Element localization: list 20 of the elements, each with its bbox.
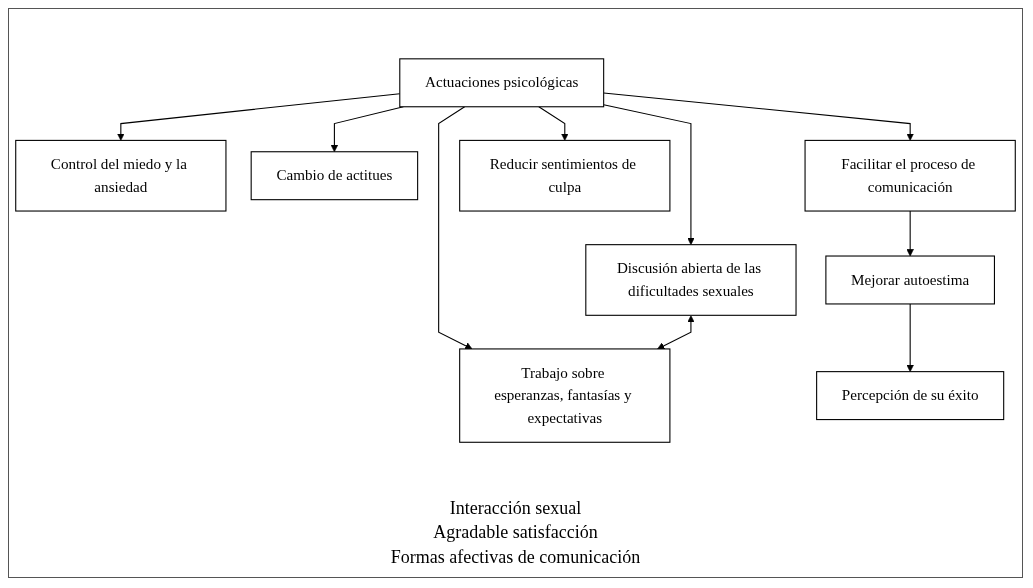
note-text: Agradable satisfacción [432,521,599,545]
node-box [399,58,605,108]
node-box [459,139,671,212]
node-box [250,151,419,201]
arrow [906,303,914,372]
node-box [816,371,1005,421]
note-text: Formas afectivas de comunicación [390,545,641,569]
arrow [538,106,569,141]
node-box [825,255,995,305]
arrow [438,106,473,350]
node-box [459,348,671,443]
node-box [804,139,1016,212]
arrow [603,104,695,245]
note-text: Interacción sexual [448,497,583,521]
node-box [15,139,227,212]
arrow [603,92,914,141]
arrow [906,210,914,257]
arrow [657,315,695,350]
frame-border: Actuaciones psicológicas Control del miedo y la ansiedad Cambio de actitues Facilitar el proceso de comunicación Reducir sentimientos de culpa Discusión abierta de las dificultades sexuales Trabajo sobre esperanzas, fantasías y expectativas Mejorar autoestima Percepción de su éxito Interacción sexual Agradable satisfacción Formas afectivas de comunicación [8,8,1023,578]
node-box [585,244,797,316]
